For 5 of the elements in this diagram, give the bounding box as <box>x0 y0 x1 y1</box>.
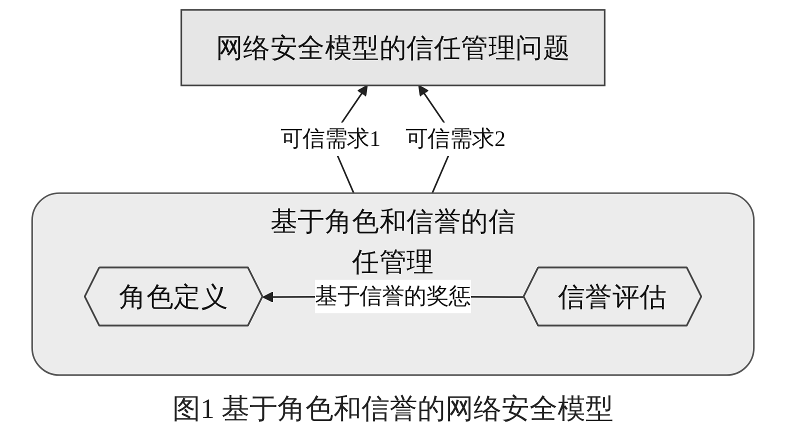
figure-caption: 图1 基于角色和信誉的网络安全模型 <box>172 394 614 425</box>
edge-label: 基于信誉的奖惩 <box>315 283 471 308</box>
edge-label: 可信需求1 <box>280 126 381 152</box>
edge-label: 可信需求2 <box>405 126 506 152</box>
node-box: 网络安全模型的信任管理问题 <box>180 9 606 86</box>
